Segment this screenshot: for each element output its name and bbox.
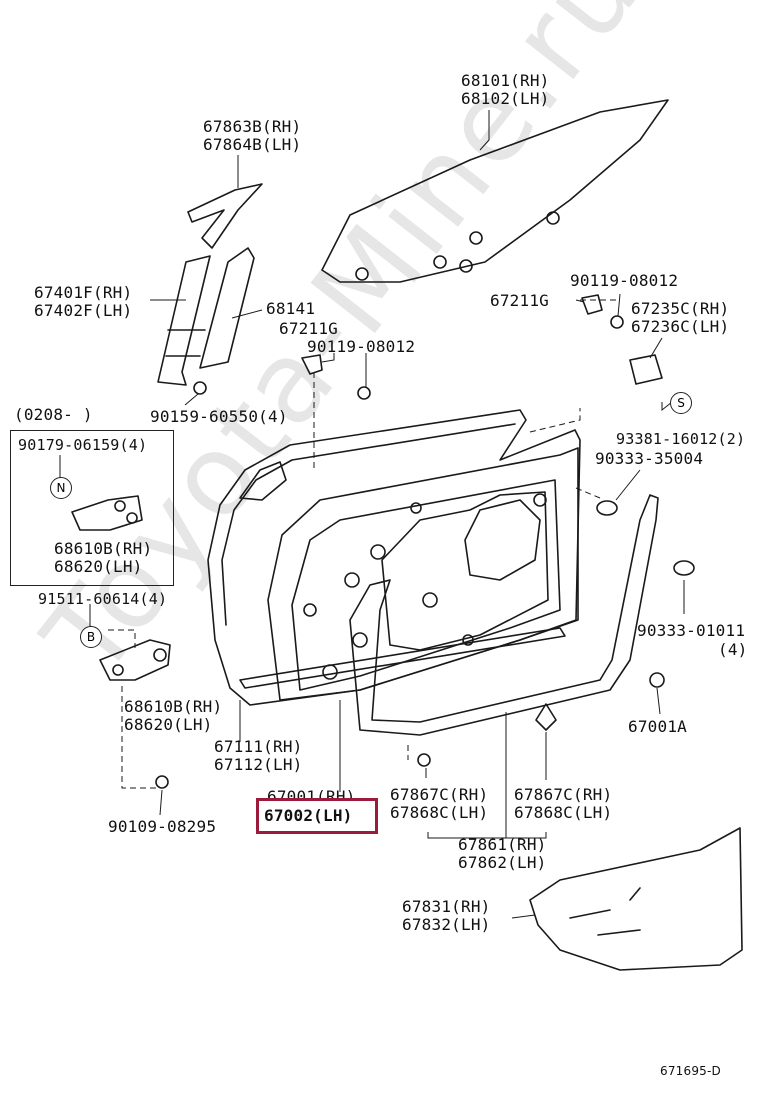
- label-90109: 90109-08295: [108, 817, 217, 836]
- label-90119-left: 90119-08012: [307, 337, 416, 356]
- label-glass-lh: 68102(LH): [461, 89, 550, 108]
- door-outer-panel: [207, 409, 581, 706]
- label-90333-01011-qty: (4): [718, 640, 748, 659]
- label-hinge-lh: 68620(LH): [124, 715, 213, 734]
- door-weatherstrip: [349, 494, 659, 736]
- label-67211g-right: 67211G: [490, 291, 549, 310]
- label-90333-01011: 90333-01011: [637, 621, 746, 640]
- label-91511: 91511-60614(4): [38, 590, 168, 608]
- label-67236c-lh: 67236C(LH): [631, 317, 730, 336]
- sash-channel: [157, 255, 211, 386]
- label-frame-upper-rh: 67863B(RH): [203, 117, 302, 136]
- label-inset-check-lh: 68620(LH): [54, 557, 143, 576]
- label-inset-bolt: 90179-06159(4): [18, 436, 148, 454]
- label-67831-rh: 67831(RH): [402, 897, 491, 916]
- label-67862-lh: 67862(LH): [458, 853, 547, 872]
- label-67002-lh[interactable]: 67002(LH): [264, 806, 353, 825]
- figure-code: 671695-D: [660, 1064, 721, 1078]
- label-glass-rh: 68101(RH): [461, 71, 550, 90]
- label-90333-35004: 90333-35004: [595, 449, 704, 468]
- callout-b: B: [80, 626, 102, 648]
- label-67868c-b-lh: 67868C(LH): [514, 803, 613, 822]
- label-67235c-rh: 67235C(RH): [631, 299, 730, 318]
- label-67001a: 67001A: [628, 717, 687, 736]
- callout-n: N: [50, 477, 72, 499]
- label-67867c-b-rh: 67867C(RH): [514, 785, 613, 804]
- callout-s: S: [670, 392, 692, 414]
- label-67111-rh: 67111(RH): [214, 737, 303, 756]
- door-check-shape: [71, 495, 143, 531]
- label-90119-right: 90119-08012: [570, 271, 679, 290]
- inset-header: (0208- ): [14, 405, 93, 424]
- door-glass-shape: [321, 99, 669, 283]
- inset-box: [10, 430, 174, 586]
- label-68141: 68141: [266, 299, 316, 318]
- door-hinge-shape: [99, 639, 171, 681]
- label-sash-rh: 67401F(RH): [34, 283, 133, 302]
- label-67868c-a-lh: 67868C(LH): [390, 803, 489, 822]
- highlight-box[interactable]: [256, 798, 378, 834]
- label-frame-upper-lh: 67864B(LH): [203, 135, 302, 154]
- label-67112-lh: 67112(LH): [214, 755, 303, 774]
- label-67867c-a-rh: 67867C(RH): [390, 785, 489, 804]
- lower-moulding: [239, 627, 566, 689]
- label-90159: 90159-60550(4): [150, 407, 288, 426]
- label-93381: 93381-16012(2): [616, 430, 746, 448]
- label-hinge-rh: 68610B(RH): [124, 697, 223, 716]
- label-67861-rh: 67861(RH): [458, 835, 547, 854]
- glass-run-channel: [199, 247, 255, 369]
- label-inset-check-rh: 68610B(RH): [54, 539, 153, 558]
- label-sash-lh: 67402F(LH): [34, 301, 133, 320]
- label-67211g-left: 67211G: [279, 319, 338, 338]
- label-67832-lh: 67832(LH): [402, 915, 491, 934]
- door-trim-panel: [529, 827, 743, 971]
- upper-frame-moulding: [187, 183, 263, 249]
- door-inner-panel: [267, 447, 579, 701]
